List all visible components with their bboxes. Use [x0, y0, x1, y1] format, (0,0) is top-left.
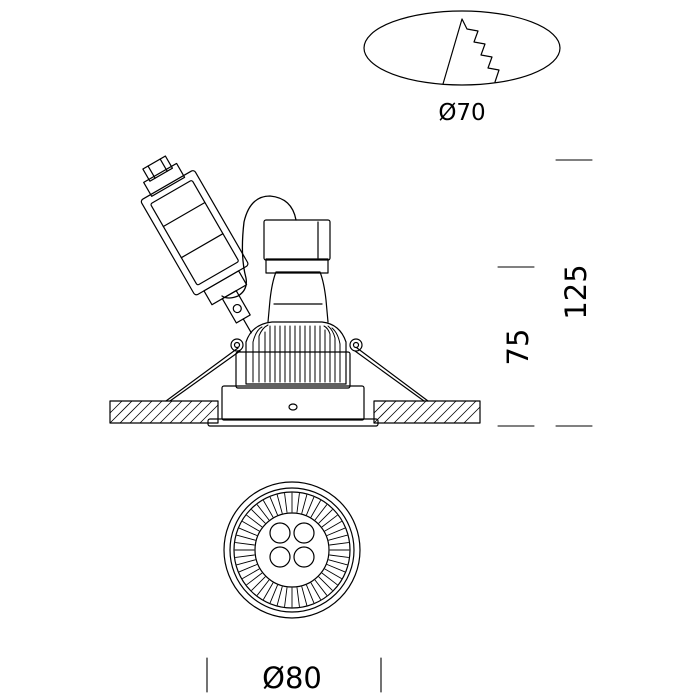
front-inner-ring — [229, 487, 355, 613]
reflector-fin — [326, 527, 346, 536]
reflector-fin — [318, 509, 333, 524]
reflector-fin — [256, 579, 270, 596]
height-recessed-label: 75 — [501, 329, 535, 366]
reflector-fin — [242, 568, 260, 579]
reflector-fin — [276, 494, 283, 514]
front-reflector-inner — [254, 512, 330, 588]
reflector-fin — [306, 584, 315, 604]
reflector-fin — [314, 579, 328, 596]
reflector-fin — [310, 582, 321, 600]
reflector-fin — [301, 494, 308, 514]
cutout-break-line — [442, 18, 500, 85]
front-radial-fins — [234, 492, 350, 608]
body-cup — [235, 351, 351, 389]
cutout-diameter-label: Ø70 — [438, 100, 485, 126]
reflector-fin — [246, 514, 263, 528]
reflector-fin — [296, 493, 300, 513]
ceiling-panel-left — [109, 400, 219, 424]
heat-sink-fins — [252, 324, 341, 383]
reflector-fin — [329, 542, 349, 546]
reflector-fin — [321, 572, 338, 586]
reflector-fin — [251, 576, 266, 591]
cutout-ellipse — [363, 10, 561, 86]
reflector-fin — [328, 559, 348, 566]
reflector-fin — [269, 496, 278, 516]
driver-box — [140, 155, 252, 334]
reflector-fin — [306, 496, 315, 516]
reflector-fin — [328, 534, 348, 541]
reflector-fin — [263, 582, 274, 600]
reflector-fin — [276, 586, 283, 606]
reflector-fin — [284, 493, 288, 513]
spring-clip-right — [349, 338, 429, 402]
reflector-fin — [246, 572, 263, 586]
reflector-fin — [321, 514, 338, 528]
height-total-label: 125 — [559, 264, 593, 319]
front-reflector-outer — [233, 491, 351, 609]
reflector-fin — [326, 564, 346, 573]
led-chip-top-left — [269, 522, 291, 544]
reflector-fin — [251, 509, 266, 524]
reflector-fin — [296, 587, 300, 607]
reflector-fin — [310, 500, 321, 518]
reflector-fin — [329, 554, 349, 558]
lamp-holder-collar — [265, 258, 329, 274]
led-chip-bottom-right — [293, 546, 315, 568]
reflector-fin — [238, 564, 258, 573]
lamp-neck — [267, 271, 329, 323]
reflector-fin — [236, 559, 256, 566]
led-chip-top-right — [293, 522, 315, 544]
heat-sink — [245, 321, 347, 385]
led-chip-bottom-left — [269, 546, 291, 568]
spring-clip-left — [165, 338, 244, 402]
reflector-fin — [284, 587, 288, 607]
reflector-fin — [301, 586, 308, 606]
ceiling-cutout: Ø70 — [363, 10, 561, 126]
reflector-fin — [236, 534, 256, 541]
reflector-fin — [256, 504, 270, 521]
lamp-holder — [263, 219, 331, 261]
reflector-fin — [318, 576, 333, 591]
fixture-side-view — [165, 195, 429, 427]
reflector-fin — [235, 554, 255, 558]
dimension-lines — [206, 159, 593, 693]
trim-screw — [288, 403, 298, 411]
reflector-fin — [235, 542, 255, 546]
reflector-fin — [238, 527, 258, 536]
reflector-fin — [263, 500, 274, 518]
reflector-fin — [324, 521, 342, 532]
reflector-fin — [324, 568, 342, 579]
trim-ring — [221, 385, 365, 421]
front-outer-ring — [223, 481, 361, 619]
trim-flange — [207, 418, 379, 427]
reflector-fin — [269, 584, 278, 604]
reflector-fin — [314, 504, 328, 521]
outer-diameter-label: Ø80 — [262, 661, 322, 695]
supply-cable — [221, 195, 297, 299]
reflector-fin — [242, 521, 260, 532]
fixture-front-view — [223, 481, 361, 619]
